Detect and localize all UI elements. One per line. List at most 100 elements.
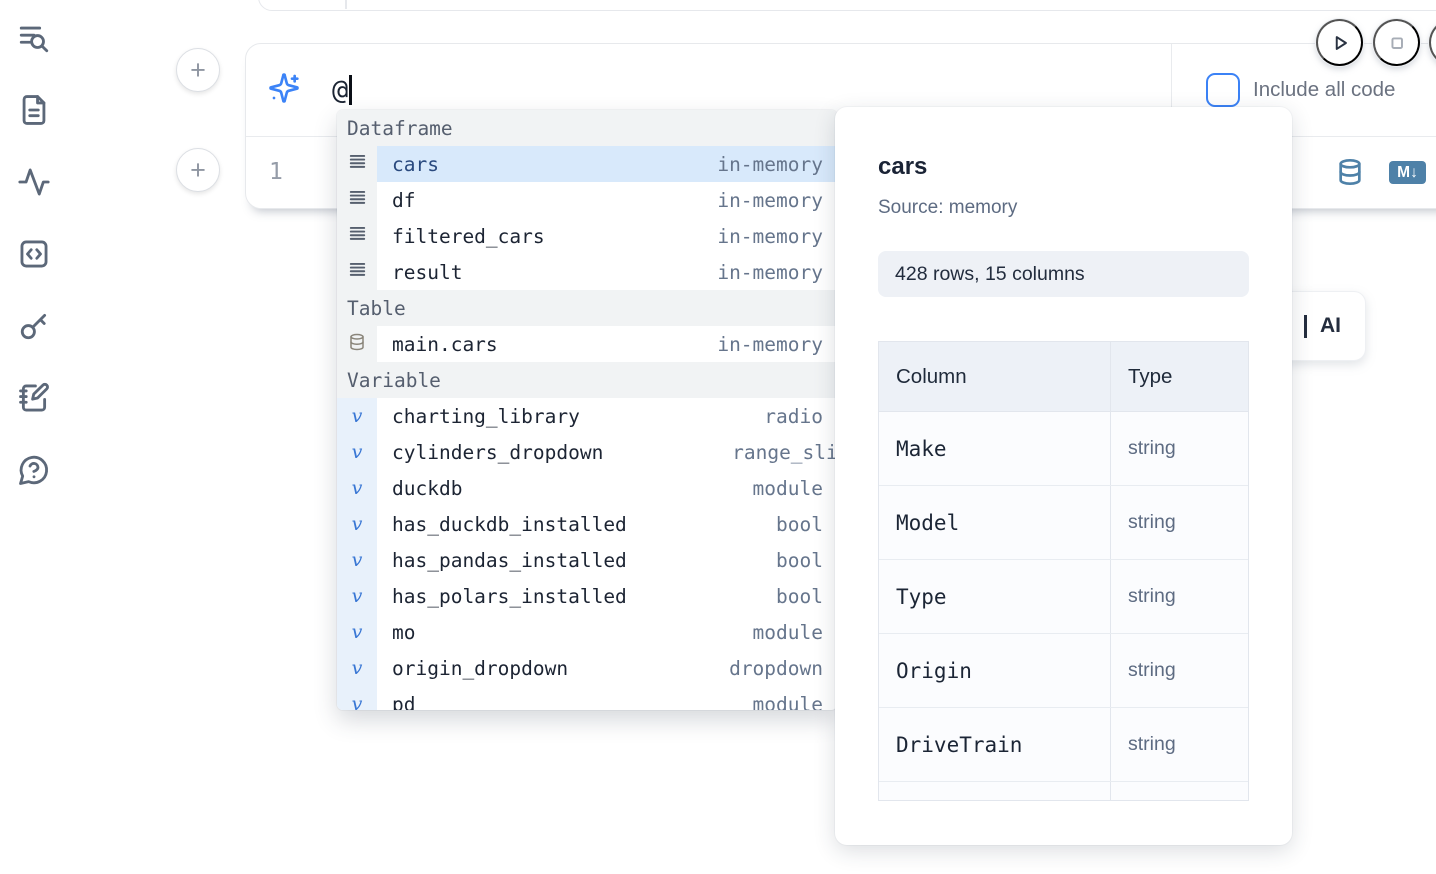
completion-section-header: Dataframe (337, 110, 837, 146)
database-icon (348, 333, 366, 356)
completion-item-label: cars (392, 152, 439, 176)
completion-item-type: module (752, 620, 823, 644)
variable-icon: v (351, 621, 363, 643)
code-square-icon[interactable] (16, 236, 52, 272)
line-number: 1 (269, 159, 283, 185)
completion-item-type: module (752, 692, 823, 711)
run-cell-button[interactable] (1316, 19, 1363, 66)
completion-item-label: main.cars (392, 332, 498, 356)
completion-item-cars[interactable]: cars in-memory (337, 146, 837, 182)
completion-section-header: Table (337, 290, 837, 326)
variable-icon: v (351, 657, 363, 679)
variable-icon: v (351, 549, 363, 571)
markdown-icon[interactable]: M↓ (1389, 161, 1426, 184)
completion-item-type: in-memory (717, 224, 823, 248)
completion-item-main: main.cars in-memory (377, 326, 837, 362)
completion-item-gutter: v (337, 434, 377, 470)
completion-item-label: has_pandas_installed (392, 548, 627, 572)
completion-item-label: cylinders_dropdown (392, 440, 604, 464)
completion-item-cylinders_dropdown[interactable]: v cylinders_dropdown range_slider (337, 434, 837, 470)
completion-item-type: range_slider (732, 440, 837, 464)
include-all-code-label: Include all code (1253, 78, 1396, 101)
column-name-cell: Make (879, 412, 1111, 485)
completion-item-gutter: v (337, 650, 377, 686)
variable-icon: v (351, 513, 363, 535)
sidebar (16, 20, 56, 488)
column-type-cell: string (1128, 437, 1176, 459)
stop-button[interactable] (1373, 19, 1420, 66)
file-text-icon[interactable] (16, 92, 52, 128)
completion-item-label: has_duckdb_installed (392, 512, 627, 536)
list-search-icon[interactable] (16, 20, 52, 56)
completion-item-label: duckdb (392, 476, 463, 500)
completion-item-type: bool (776, 548, 823, 572)
rows-columns-badge: 428 rows, 15 columns (878, 251, 1249, 297)
completion-item-label: has_polars_installed (392, 584, 627, 608)
completion-item-mo[interactable]: v mo module (337, 614, 837, 650)
rows-icon (348, 152, 367, 176)
key-icon[interactable] (16, 308, 52, 344)
schema-table-row-partial (879, 782, 1248, 800)
add-cell-above-button[interactable]: + (176, 48, 220, 92)
completion-item-has_pandas_installed[interactable]: v has_pandas_installed bool (337, 542, 837, 578)
rows-icon (348, 188, 367, 212)
previous-cell-divider (345, 0, 347, 9)
preview-source: Source: memory (878, 197, 1018, 218)
variable-icon: v (351, 441, 363, 463)
completion-item-type: in-memory (717, 152, 823, 176)
completion-item-label: mo (392, 620, 416, 644)
dataframe-preview-panel: cars Source: memory 428 rows, 15 columns… (835, 107, 1292, 845)
include-all-code-option: Include all code (1171, 44, 1395, 136)
variable-icon: v (351, 405, 363, 427)
play-icon (1335, 35, 1347, 50)
completion-item-type: module (752, 476, 823, 500)
completion-item-type: in-memory (717, 332, 823, 356)
completion-item-type: in-memory (717, 188, 823, 212)
column-type-cell: string (1128, 733, 1176, 755)
variable-icon: v (351, 585, 363, 607)
completion-item-main.cars[interactable]: main.cars in-memory (337, 326, 837, 362)
completion-item-gutter: v (337, 506, 377, 542)
column-header: Column (879, 342, 1111, 411)
variable-icon: v (351, 693, 363, 710)
database-icon[interactable] (1336, 158, 1364, 186)
completion-item-has_duckdb_installed[interactable]: v has_duckdb_installed bool (337, 506, 837, 542)
completion-item-gutter: v (337, 542, 377, 578)
ai-button-label: AI (1320, 314, 1341, 337)
completion-item-gutter: v (337, 470, 377, 506)
completion-item-type: radio (764, 404, 823, 428)
include-all-code-checkbox[interactable] (1206, 73, 1240, 107)
add-cell-below-button[interactable]: + (176, 148, 220, 192)
ai-prompt-input[interactable]: @ (332, 44, 352, 136)
completion-item-gutter (337, 146, 377, 182)
completion-item-type: bool (776, 512, 823, 536)
completion-item-main: cars in-memory (377, 146, 837, 182)
completion-item-main: has_duckdb_installed bool (377, 506, 837, 542)
activity-icon[interactable] (16, 164, 52, 200)
completion-item-main: duckdb module (377, 470, 837, 506)
completion-item-type: dropdown (729, 656, 823, 680)
notebook-pen-icon[interactable] (16, 380, 52, 416)
completion-item-gutter (337, 218, 377, 254)
help-circle-icon[interactable] (16, 452, 52, 488)
completion-item-gutter (337, 326, 377, 362)
code-cell[interactable]: 1 M↓ (246, 137, 1436, 207)
completion-item-gutter: v (337, 614, 377, 650)
completion-item-main: mo module (377, 614, 837, 650)
completion-section-header: Variable (337, 362, 837, 398)
column-name-cell: Model (879, 486, 1111, 559)
